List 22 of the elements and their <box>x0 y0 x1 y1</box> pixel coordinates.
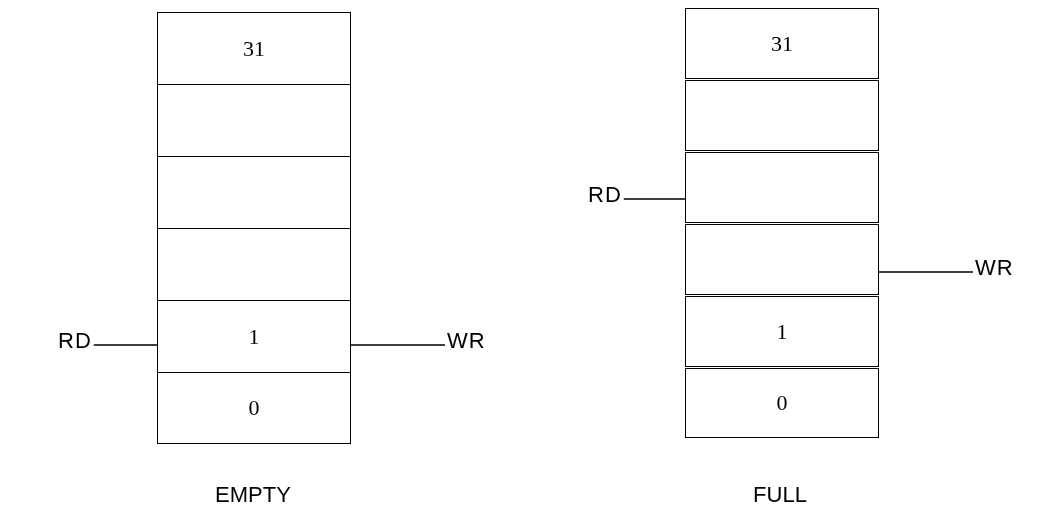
signal-label: RD <box>58 328 92 354</box>
memory-cell: 31 <box>157 12 351 85</box>
memory-cell <box>685 80 879 151</box>
state-caption: FULL <box>753 482 807 508</box>
memory-cell: 31 <box>685 8 879 79</box>
memory-cell <box>157 156 351 229</box>
memory-cell: 0 <box>157 372 351 444</box>
memory-cell: 1 <box>157 300 351 373</box>
leader-line <box>878 271 974 273</box>
signal-label: RD <box>588 182 622 208</box>
memory-cell <box>685 224 879 295</box>
memory-cell: 0 <box>685 368 879 438</box>
leader-line <box>93 344 158 346</box>
leader-line <box>350 344 446 346</box>
signal-label: WR <box>447 328 486 354</box>
memory-cell: 1 <box>685 296 879 367</box>
state-caption: EMPTY <box>215 482 291 508</box>
leader-line <box>623 198 686 200</box>
memory-cell <box>157 84 351 157</box>
signal-label: WR <box>975 255 1014 281</box>
memory-cell <box>685 152 879 223</box>
memory-cell <box>157 228 351 301</box>
